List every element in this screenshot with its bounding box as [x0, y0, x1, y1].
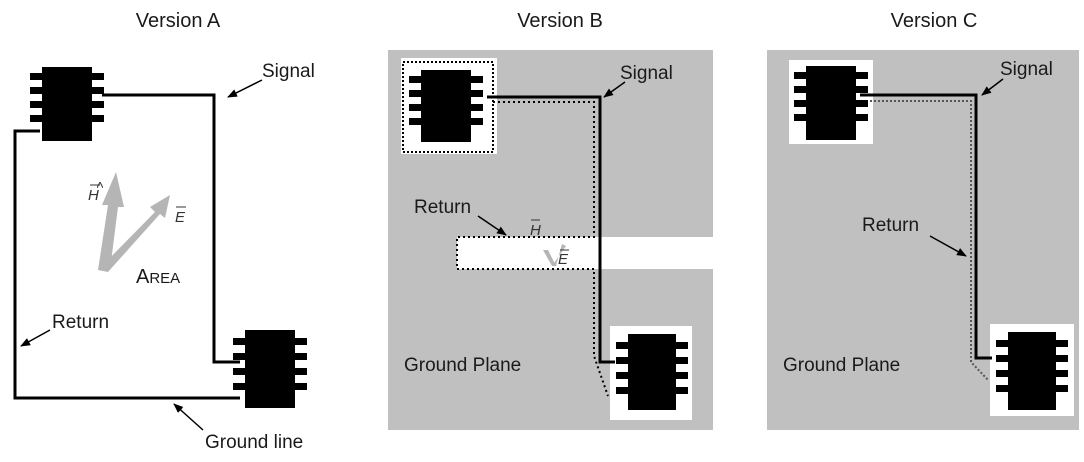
- ground-line-label: Ground line: [205, 432, 303, 453]
- panel-version-a: Version A: [13, 10, 315, 453]
- signal-label: Signal: [1000, 59, 1053, 80]
- area-label: AREA: [136, 266, 180, 288]
- panel-version-b: Version B: [388, 10, 713, 430]
- chip-icon: [233, 330, 307, 408]
- ground-plane-label: Ground Plane: [783, 355, 900, 376]
- signal-trace: [860, 93, 992, 360]
- h-vector-label: H: [88, 187, 99, 204]
- return-label: Return: [52, 312, 109, 333]
- version-b-title: Version B: [517, 10, 603, 32]
- h-vector-label: H: [530, 222, 541, 239]
- chip-icon: [794, 66, 868, 140]
- signal-trace: [102, 93, 240, 364]
- signal-trace: [487, 95, 615, 364]
- panel-version-c: Version C: [767, 10, 1079, 430]
- return-trace: [13, 129, 240, 400]
- chip-icon: [996, 332, 1068, 410]
- ground-plane-label: Ground Plane: [404, 355, 521, 376]
- area-label-first: A: [136, 266, 150, 288]
- return-label: Return: [414, 197, 471, 218]
- area-label-rest: REA: [149, 270, 180, 287]
- ground-plane-split: [457, 237, 713, 269]
- chip-icon: [616, 334, 688, 410]
- return-label: Return: [862, 215, 919, 236]
- chip-icon: [30, 67, 104, 141]
- version-a-title: Version A: [136, 10, 221, 32]
- signal-label: Signal: [262, 61, 315, 82]
- chip-icon: [409, 70, 483, 142]
- field-vectors-icon: [98, 172, 170, 272]
- e-vector-label: E: [558, 251, 569, 268]
- e-vector-label: E: [175, 209, 186, 226]
- version-c-title: Version C: [891, 10, 978, 32]
- signal-label: Signal: [620, 63, 673, 84]
- return-path-dotted: [866, 100, 989, 381]
